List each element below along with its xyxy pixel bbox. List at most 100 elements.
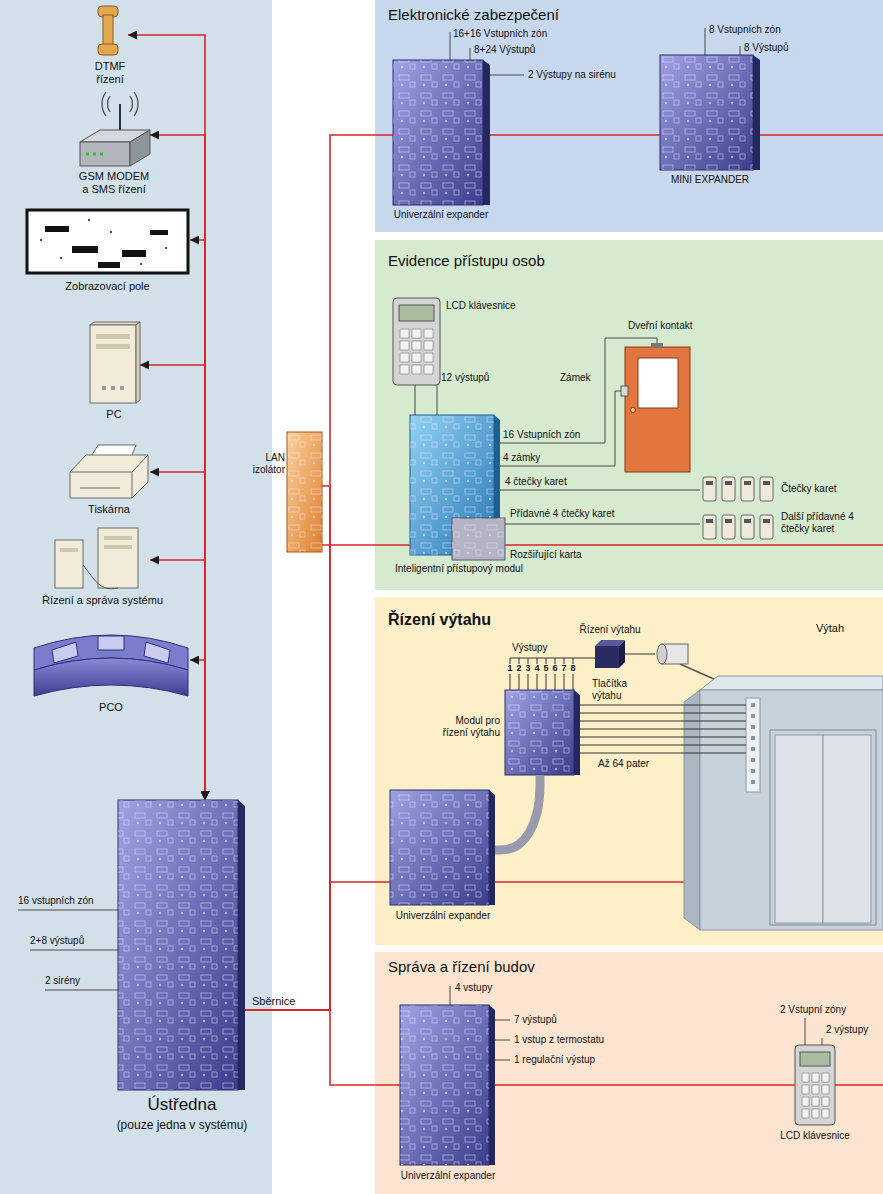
pco-console: PCO bbox=[32, 622, 190, 698]
label-box: 8 bbox=[569, 664, 577, 674]
output-number: 4 bbox=[533, 664, 541, 674]
caption-box: GSM MODEM a SMS řízení bbox=[78, 170, 150, 196]
panel-board-chips bbox=[118, 800, 238, 1090]
server-small bbox=[55, 540, 83, 588]
modem-side bbox=[130, 130, 150, 166]
port-label: 4 vstupy bbox=[455, 982, 492, 994]
node-caption: Výtah bbox=[790, 622, 870, 635]
port-label: Sběrnice bbox=[252, 995, 295, 1008]
node-caption: LAN izolátor bbox=[238, 452, 285, 476]
phone-mouthpiece bbox=[98, 44, 118, 55]
display-board-frame bbox=[27, 210, 188, 273]
pc-drives bbox=[96, 334, 130, 349]
label-box: 1 vstup z termostatu bbox=[514, 1034, 604, 1046]
caption-box: Řízení výtahu bbox=[565, 624, 655, 636]
node-caption: Univerzální expander bbox=[388, 1170, 508, 1182]
lift-board-chips bbox=[505, 690, 574, 775]
port-label: 12 výstupů bbox=[441, 372, 489, 384]
bus-line bbox=[245, 135, 393, 1010]
lift-door bbox=[823, 735, 871, 923]
keypad-screen bbox=[399, 305, 434, 321]
door-handle bbox=[631, 408, 636, 413]
wire-label: Přídavné 4 čtečky karet bbox=[510, 508, 615, 520]
section-band: Evidence přístupu osobLCD klávesniceInte… bbox=[375, 240, 883, 590]
lcd-keypad: LCD klávesnice bbox=[795, 1045, 835, 1125]
label-box: 12 výstupů bbox=[441, 372, 489, 384]
output-number: 6 bbox=[551, 664, 559, 674]
reader-icons bbox=[700, 474, 776, 504]
door-lock bbox=[621, 386, 628, 396]
lift-module: Modul pro řízení výtahu bbox=[505, 690, 580, 775]
controller-side bbox=[619, 640, 625, 668]
caption-box: Ústředna bbox=[97, 1095, 267, 1115]
ribbon-cable bbox=[495, 775, 540, 850]
bus-line bbox=[322, 544, 410, 546]
caption-box: Evidence přístupu osob bbox=[388, 252, 545, 270]
signal-wire bbox=[580, 729, 655, 730]
caption-box: (pouze jedna v systému) bbox=[92, 1118, 272, 1132]
expander-board-chips bbox=[660, 55, 753, 170]
node-caption: GSM MODEM a SMS řízení bbox=[78, 170, 150, 196]
pc-front bbox=[90, 325, 136, 403]
bus-link bbox=[190, 660, 205, 800]
caption-box: LCD klávesnice bbox=[765, 1130, 865, 1142]
expander-board-face bbox=[660, 55, 753, 170]
label-box: 2 sirény bbox=[45, 975, 80, 987]
label-box: 2 bbox=[515, 664, 523, 674]
output-wire bbox=[510, 658, 573, 690]
port-label: 16 Vstupních zón bbox=[503, 429, 580, 441]
caption-box: Modul pro řízení výtahu bbox=[432, 715, 500, 739]
lift-cable bbox=[680, 664, 716, 680]
output-number: 1 bbox=[506, 664, 514, 674]
expansion-card: Rozšiřující karta bbox=[452, 518, 505, 560]
section-fill bbox=[375, 240, 883, 590]
server-drives bbox=[60, 536, 132, 552]
output-number: 8 bbox=[569, 664, 577, 674]
signal-wire bbox=[625, 654, 655, 655]
card-board bbox=[452, 518, 505, 560]
wire-label: 4 čtečky karet bbox=[505, 476, 567, 488]
section-band: Řízení výtahuŘízení výtahuVýtahModul pro… bbox=[375, 597, 883, 945]
section-band: Elektronické zabezpečeníUniverzální expa… bbox=[375, 0, 883, 232]
lcd-keypad: LCD klávesnice bbox=[393, 298, 440, 385]
lan-isolator: LAN izolátor bbox=[287, 432, 322, 552]
bus-line bbox=[245, 1010, 400, 1085]
node-caption: PCO bbox=[61, 701, 161, 714]
printer-paper bbox=[92, 445, 136, 455]
expander-board-face bbox=[390, 790, 489, 905]
port-label: Zámek bbox=[560, 372, 591, 384]
label-box: 4 bbox=[533, 664, 541, 674]
label-box: 1 bbox=[506, 664, 514, 674]
caption-box: LAN izolátor bbox=[238, 452, 285, 476]
pc-side bbox=[136, 322, 140, 403]
wire-label-box: Výstupy bbox=[512, 642, 548, 654]
caption-box: PC bbox=[74, 408, 154, 421]
expander-board-side bbox=[483, 60, 490, 205]
bus-link bbox=[150, 472, 205, 800]
expander-board-side bbox=[489, 790, 495, 905]
bus-line bbox=[245, 486, 330, 1010]
caption-box: Rozšiřující karta bbox=[510, 549, 582, 561]
panel-board bbox=[118, 800, 238, 1090]
bus-line bbox=[245, 882, 390, 1010]
side-panel bbox=[0, 0, 272, 1194]
port-label: 16 vstupních zón bbox=[18, 895, 94, 907]
phone-handle bbox=[103, 15, 113, 46]
expander-board: Univerzální expander bbox=[390, 790, 495, 905]
section-fill bbox=[375, 597, 883, 945]
button-wire bbox=[580, 705, 655, 753]
label-box: 2 Výstupy na sirénu bbox=[528, 69, 616, 81]
wire-label-box: Až 64 pater bbox=[598, 758, 649, 770]
node-caption: DTMF řízení bbox=[85, 60, 135, 86]
door-window bbox=[638, 358, 678, 408]
label-box: 2 výstupy bbox=[826, 1024, 868, 1036]
keypad-body bbox=[795, 1045, 835, 1125]
signal-wire bbox=[415, 385, 416, 415]
console-screens bbox=[52, 636, 170, 663]
management-computers: Řízení a správa systému bbox=[52, 525, 150, 590]
node-caption: PC bbox=[74, 408, 154, 421]
label-box: 3 bbox=[524, 664, 532, 674]
port-label: 1 vstup z termostatu bbox=[514, 1034, 604, 1046]
bus-link bbox=[190, 240, 205, 800]
